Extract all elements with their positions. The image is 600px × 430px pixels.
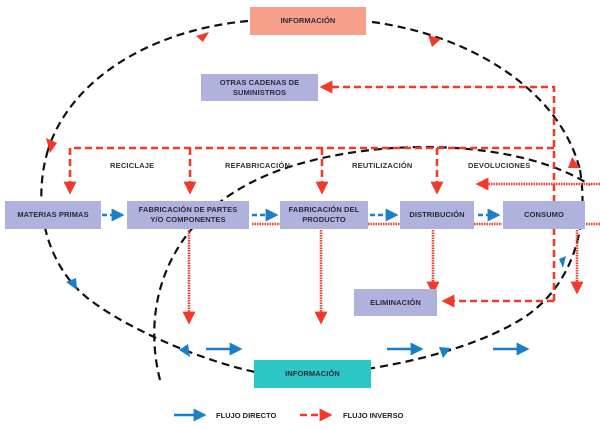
eliminacion-label: ELIMINACIÓN (370, 297, 421, 307)
materias-primas-node: MATERIAS PRIMAS (5, 201, 101, 229)
otras-cadenas-return (319, 80, 556, 301)
info-arrowhead-red-top-right (428, 35, 441, 47)
inverse-flow-lines (63, 80, 556, 308)
info-arrowhead-blue-bottom-right (439, 347, 451, 358)
legend-inverse-label: FLUJO INVERSO (343, 411, 404, 420)
info-arrowhead-red-left (46, 138, 57, 153)
distribucion-node: DISTRIBUCIÓN (400, 201, 474, 229)
inverse-dotted-lines (182, 177, 600, 325)
info-bottom-node: INFORMACIÓN (254, 360, 371, 388)
fabricacion-producto-node: FABRICACIÓN DEL PRODUCTO (280, 201, 368, 229)
info-loop-inner (153, 145, 591, 381)
info-top-node: INFORMACIÓN (250, 7, 366, 35)
fabricacion-producto-label: FABRICACIÓN DEL PRODUCTO (288, 205, 360, 224)
legend-direct-label: FLUJO DIRECTO (216, 411, 277, 420)
reutilizacion-label: REUTILIZACIÓN (352, 161, 413, 170)
materias-primas-label: MATERIAS PRIMAS (17, 210, 89, 219)
otras-cadenas-label: OTRAS CADENAS DE SUMINISTROS (219, 77, 300, 97)
otras-cadenas-node: OTRAS CADENAS DE SUMINISTROS (201, 74, 318, 101)
info-top-label: INFORMACIÓN (280, 16, 336, 25)
info-arrowhead-blue-left-2 (179, 344, 190, 357)
info-arrowhead-red-right (568, 157, 580, 168)
refabricacion-label: REFABRICACIÓN (225, 161, 291, 170)
info-bottom-label: INFORMACIÓN (285, 369, 340, 378)
consumo-node: CONSUMO (503, 201, 585, 229)
fabricacion-partes-label: FABRICACIÓN DE PARTES Y/O COMPONENTES (138, 205, 238, 224)
info-arrowhead-blue-right (559, 256, 566, 268)
reciclaje-label: RECICLAJE (110, 161, 155, 170)
info-arrowhead-blue-left-1 (66, 278, 77, 290)
consumo-label: CONSUMO (524, 210, 564, 219)
fabricacion-partes-node: FABRICACIÓN DE PARTES Y/O COMPONENTES (127, 201, 249, 229)
info-loop-top-left (46, 19, 249, 151)
info-arrowhead-red-top-left (196, 32, 209, 42)
info-loop-left-outer (40, 149, 256, 374)
info-loop-top-right (371, 20, 582, 171)
eliminacion-node: ELIMINACIÓN (354, 289, 437, 316)
distribucion-label: DISTRIBUCIÓN (409, 210, 465, 219)
devoluciones-label: DEVOLUCIONES (468, 161, 531, 170)
